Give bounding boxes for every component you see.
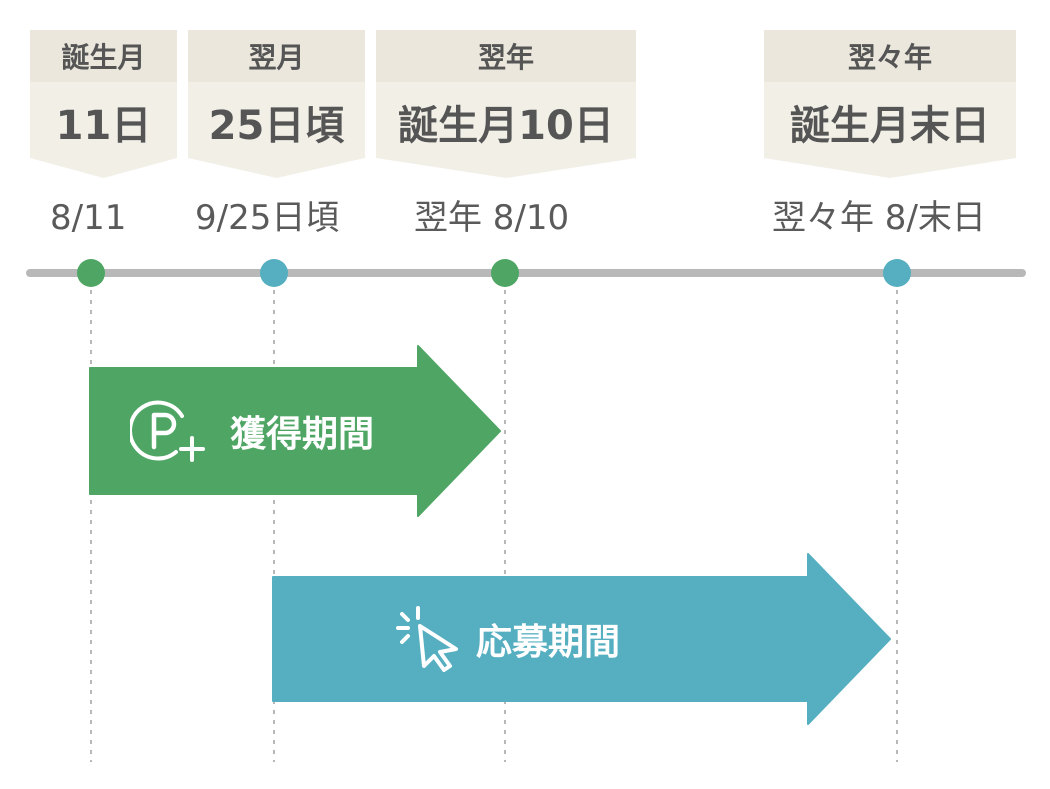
card-main-label: 誕生月末日 <box>790 103 990 149</box>
date-label-3: 翌年 8/10 <box>414 198 570 238</box>
card-top-label: 翌々年 <box>847 41 932 74</box>
card-shape <box>188 30 365 178</box>
card-top-label: 翌月 <box>248 41 305 74</box>
card-main-label: 誕生月10日 <box>398 103 614 149</box>
timeline-dot-4 <box>883 259 911 287</box>
timeline-dot-1 <box>77 259 105 287</box>
header-card-1: 誕生月 11日 <box>30 30 177 178</box>
timeline-dot-2 <box>260 259 288 287</box>
card-shape <box>30 30 177 178</box>
earn-period-arrow <box>89 345 501 517</box>
timeline-dot-3 <box>491 259 519 287</box>
header-card-4: 翌々年 誕生月末日 <box>764 30 1016 178</box>
card-shape <box>376 30 636 178</box>
cursor-click-icon <box>396 606 458 672</box>
card-shape <box>764 30 1016 178</box>
apply-period-arrow <box>272 553 891 725</box>
card-top-label: 誕生月 <box>61 41 146 74</box>
card-main-label: 25日頃 <box>208 103 345 149</box>
point-plus-icon <box>130 400 205 462</box>
card-top-label: 翌年 <box>477 41 534 74</box>
apply-period-text: 応募期間 <box>476 622 621 663</box>
apply-period-label: 応募期間 <box>390 604 620 674</box>
date-label-1: 8/11 <box>50 198 127 238</box>
date-label-2: 9/25日頃 <box>195 198 340 238</box>
earn-period-label: 獲得期間 <box>130 398 374 464</box>
header-card-3: 翌年 誕生月10日 <box>376 30 636 178</box>
date-label-4: 翌々年 8/末日 <box>772 198 986 238</box>
header-card-2: 翌月 25日頃 <box>188 30 365 178</box>
earn-period-text: 獲得期間 <box>230 414 375 455</box>
card-main-label: 11日 <box>55 103 152 149</box>
